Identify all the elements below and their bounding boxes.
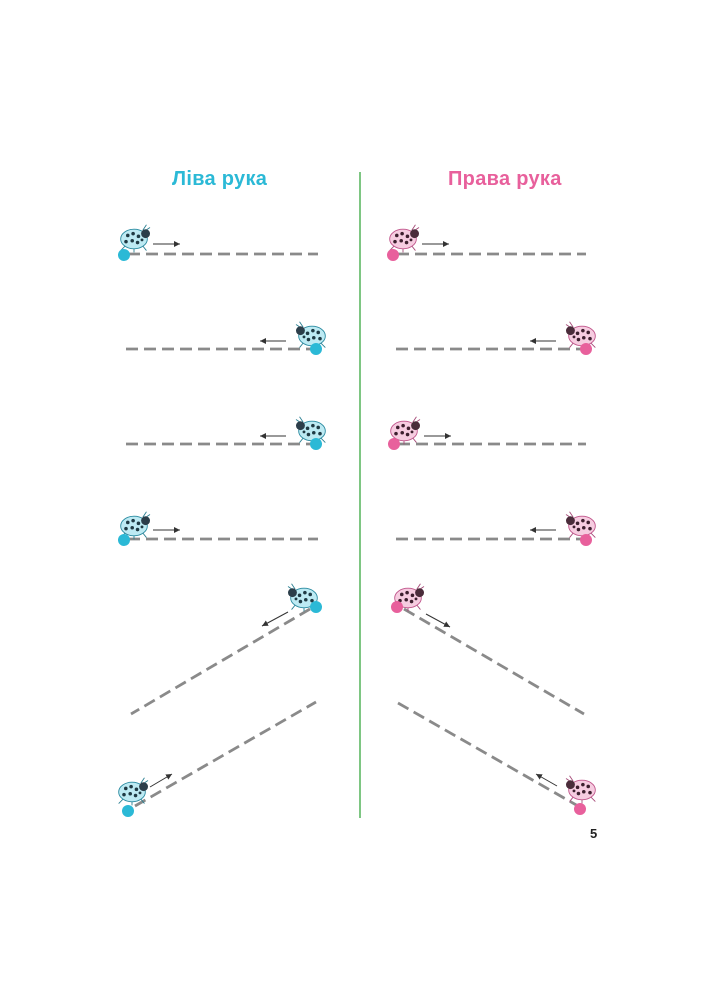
- arrow-icon: [535, 773, 558, 787]
- ladybug-icon: [387, 224, 420, 261]
- right-trace-line-5[interactable]: [403, 607, 585, 716]
- ladybug-icon: [565, 775, 596, 815]
- ladybug-icon: [391, 583, 425, 613]
- left-hand-heading: Ліва рука: [172, 168, 268, 190]
- arrow-icon: [149, 773, 173, 788]
- ladybug-icon: [295, 321, 326, 355]
- ladybug-icon: [295, 416, 326, 450]
- page-number: 5: [590, 826, 598, 841]
- right-trace-line-6[interactable]: [397, 701, 579, 808]
- ladybug-icon: [118, 777, 149, 817]
- right-hand-heading: Права рука: [448, 168, 562, 190]
- ladybug-icon: [388, 416, 421, 450]
- ladybug-icon: [287, 583, 322, 613]
- left-trace-line-6[interactable]: [134, 700, 317, 808]
- arrow-icon: [425, 613, 451, 628]
- arrow-icon: [261, 611, 289, 627]
- ladybug-icon: [118, 224, 151, 261]
- left-trace-line-5[interactable]: [130, 607, 311, 716]
- ladybug-icon: [565, 511, 596, 546]
- ladybug-icon: [118, 511, 151, 546]
- ladybug-icon: [565, 321, 596, 355]
